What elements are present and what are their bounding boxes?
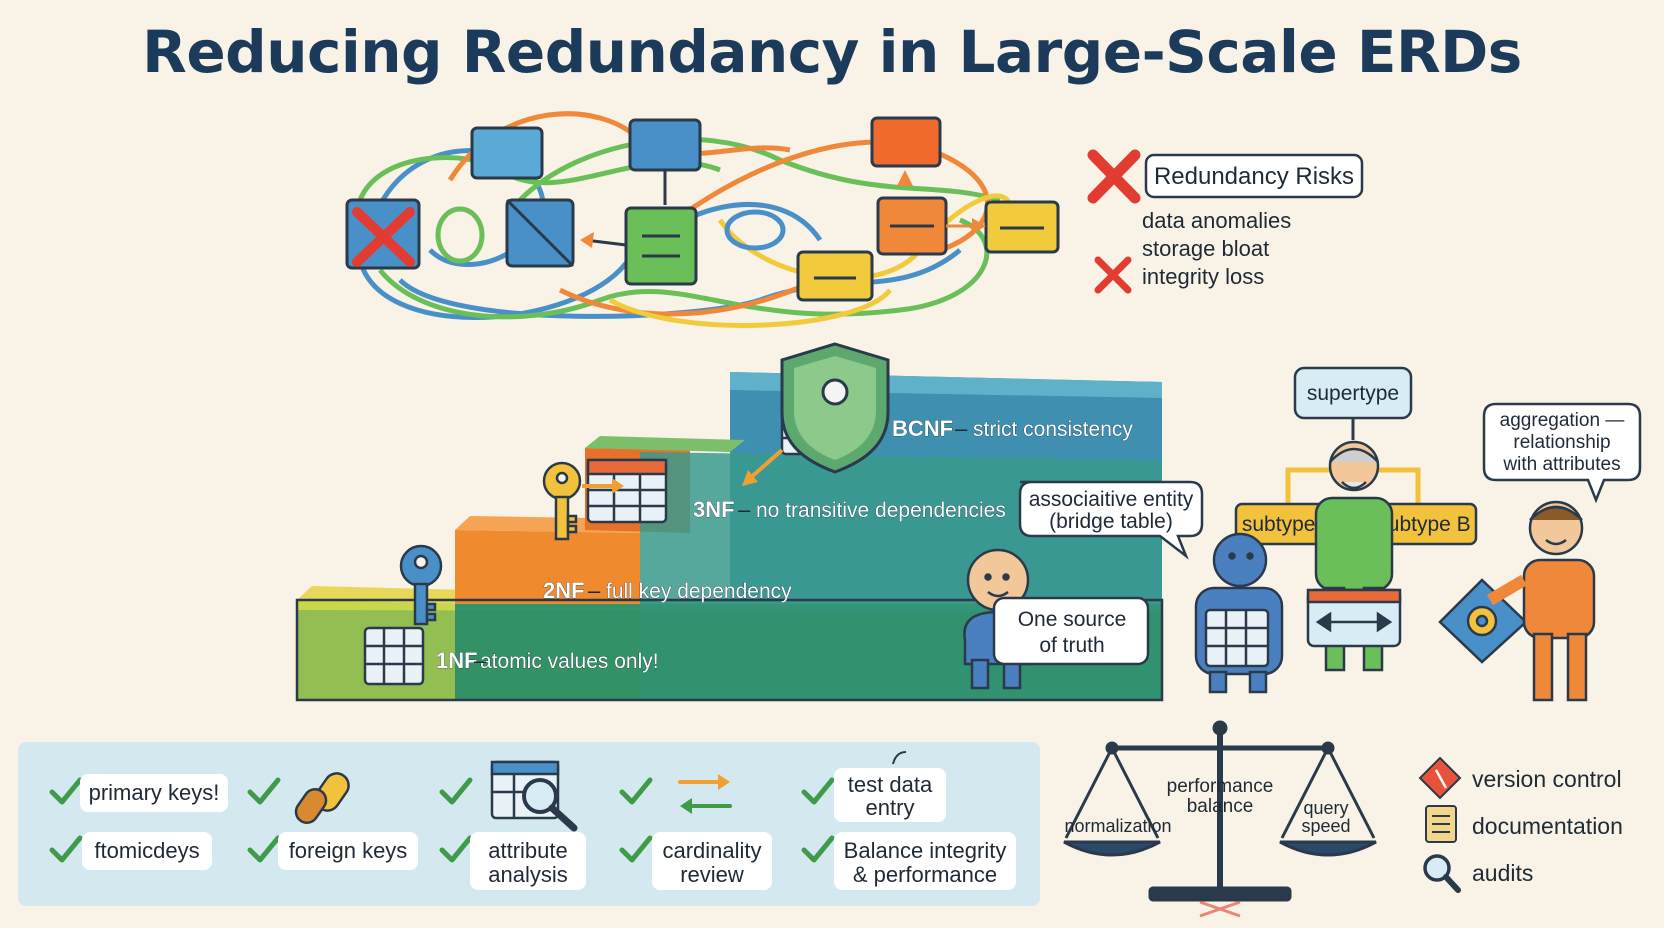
step-label-3nf-desc: no transitive dependencies bbox=[756, 499, 1006, 522]
shield-icon bbox=[780, 342, 890, 474]
check-item-box bbox=[652, 832, 772, 890]
entity-box bbox=[796, 250, 874, 302]
entity-box bbox=[628, 118, 702, 172]
checklist-checkmarks bbox=[49, 777, 835, 863]
bubble-text: aggregation — bbox=[1500, 410, 1625, 431]
golden-key-icon bbox=[542, 461, 624, 541]
pen-stroke bbox=[892, 751, 907, 765]
table-icon bbox=[586, 458, 668, 524]
scale-base-x bbox=[1199, 900, 1241, 918]
dash-glyph: – bbox=[588, 578, 601, 603]
risks-heading-box bbox=[1144, 153, 1364, 199]
person-orange-figure bbox=[1486, 500, 1596, 702]
risk-x-icon bbox=[1087, 149, 1141, 204]
risk-item: storage bloat bbox=[1142, 236, 1269, 261]
check-item-foreign-keys: foreign keys bbox=[289, 838, 408, 863]
key-icon bbox=[399, 544, 443, 626]
step-label-bcnf-desc: strict consistency bbox=[973, 418, 1133, 441]
check-item-balance: Balance integrity bbox=[844, 838, 1007, 863]
entity-box bbox=[470, 126, 544, 180]
balance-scale-icon bbox=[1063, 720, 1377, 902]
check-item-balance: & performance bbox=[853, 862, 997, 887]
entity-box bbox=[870, 116, 942, 168]
bubble-text: of truth bbox=[1039, 634, 1104, 657]
check-item-test-data: entry bbox=[866, 795, 915, 820]
practice-version-control: version control bbox=[1472, 766, 1622, 792]
scale-right-label: speed bbox=[1301, 816, 1350, 836]
practice-documentation: documentation bbox=[1472, 813, 1623, 839]
tangled-erd-diagram bbox=[357, 111, 1013, 328]
table-icon bbox=[1204, 608, 1270, 668]
page-title: Reducing Redundancy in Large-Scale ERDs bbox=[142, 18, 1522, 86]
scale-center-label: performance bbox=[1167, 776, 1274, 797]
risks-heading: Redundancy Risks bbox=[1154, 163, 1354, 190]
dash-glyph: – bbox=[474, 648, 487, 673]
step-label-1nf-desc: atomic values only! bbox=[480, 650, 659, 673]
gear-diamond-icon bbox=[1438, 578, 1528, 664]
bubble-text: relationship bbox=[1513, 432, 1610, 453]
bcnf-arrow bbox=[746, 448, 784, 482]
bubble-text: with attributes bbox=[1502, 454, 1620, 475]
dash-glyph: – bbox=[738, 497, 751, 522]
check-item-attribute-analysis: analysis bbox=[488, 862, 567, 887]
check-item-primary-keys: primary keys! bbox=[89, 780, 220, 805]
check-item-atomic-keys: ftomicdeys bbox=[94, 838, 199, 863]
scale-center-label: balance bbox=[1187, 796, 1254, 817]
aggregation-bubble bbox=[1482, 402, 1642, 504]
supertype-label: supertype bbox=[1307, 382, 1399, 405]
table-icon bbox=[363, 626, 425, 686]
step-label-2nf-desc: full key dependency bbox=[606, 580, 792, 603]
step-label-3nf-level: 3NF bbox=[693, 497, 735, 522]
dash-glyph: – bbox=[955, 416, 968, 441]
version-control-icon bbox=[1418, 756, 1462, 800]
step-label-2nf-level: 2NF bbox=[543, 578, 585, 603]
redundancy-risks-panel: Redundancy Risks data anomalies storage … bbox=[1087, 149, 1364, 294]
bubble-text: One source bbox=[1018, 608, 1127, 631]
subtype-a-label: subtype A bbox=[1242, 513, 1334, 536]
bridge-table-icon bbox=[1306, 588, 1402, 648]
scale-left-label: normalization bbox=[1064, 816, 1171, 836]
check-item-box bbox=[80, 774, 228, 812]
check-item-box bbox=[470, 832, 586, 890]
check-item-box bbox=[278, 832, 418, 870]
bubble-text: associaitive entity bbox=[1029, 488, 1194, 511]
magnifier-table-icon bbox=[490, 760, 578, 832]
check-item-attribute-analysis: attribute bbox=[488, 838, 568, 863]
check-item-box bbox=[834, 768, 946, 822]
two-way-arrows-icon bbox=[678, 774, 732, 814]
associative-entity-bubble bbox=[1018, 480, 1204, 560]
check-item-box bbox=[82, 832, 212, 870]
practice-audits: audits bbox=[1472, 860, 1533, 886]
check-item-test-data: test data bbox=[848, 772, 933, 797]
check-item-box bbox=[834, 832, 1016, 890]
small-x-icon bbox=[1094, 256, 1132, 294]
step-label-1nf-level: 1NF bbox=[436, 648, 478, 673]
audit-magnifier-icon bbox=[1423, 854, 1461, 893]
risk-item: data anomalies bbox=[1142, 208, 1291, 233]
step-2nf bbox=[455, 530, 640, 604]
subtype-b-label: subtype B bbox=[1377, 513, 1470, 536]
check-item-cardinality-review: cardinality bbox=[662, 838, 761, 863]
chain-link-icon bbox=[294, 772, 350, 824]
scale-right-label: query bbox=[1303, 798, 1348, 818]
check-item-cardinality-review: review bbox=[680, 862, 744, 887]
red-x-icon bbox=[352, 207, 415, 267]
step-label-bcnf-level: BCNF bbox=[892, 416, 953, 441]
entity-box bbox=[624, 206, 698, 286]
source-of-truth-bubble bbox=[992, 596, 1150, 666]
bubble-text: (bridge table) bbox=[1049, 510, 1173, 533]
bcnf-arrow-head bbox=[742, 470, 758, 486]
risk-item: integrity loss bbox=[1142, 264, 1264, 289]
documentation-scroll-icon bbox=[1425, 805, 1457, 843]
erd-arrows bbox=[580, 170, 986, 248]
